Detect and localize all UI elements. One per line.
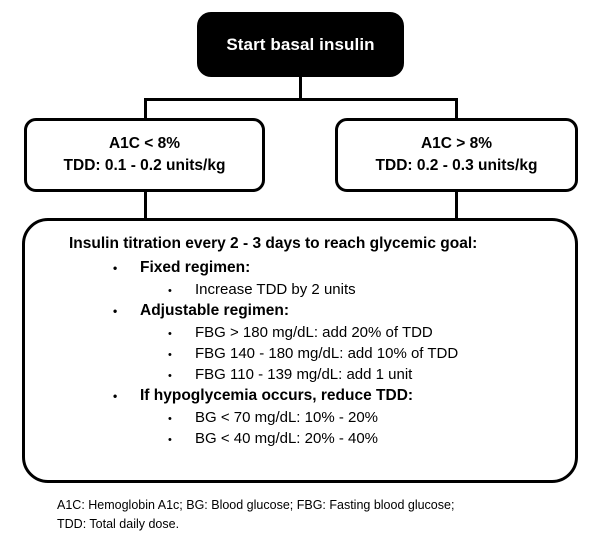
connector-horizontal-bar bbox=[144, 98, 458, 101]
insulin-titration-box: Insulin titration every 2 - 3 days to re… bbox=[22, 218, 578, 483]
bullet-icon: • bbox=[113, 389, 118, 403]
footnote-line-1: A1C: Hemoglobin A1c; BG: Blood glucose; … bbox=[57, 498, 455, 512]
titration-section-item: • Increase TDD by 2 units bbox=[25, 281, 356, 298]
branch-left-dose: TDD: 0.1 - 0.2 units/kg bbox=[63, 157, 226, 174]
section-item-text: Increase TDD by 2 units bbox=[195, 281, 356, 298]
branch-box-a1c-below-8: A1C < 8% TDD: 0.1 - 0.2 units/kg bbox=[24, 118, 265, 192]
titration-heading: Insulin titration every 2 - 3 days to re… bbox=[69, 235, 478, 252]
bullet-icon: • bbox=[168, 413, 172, 425]
footnote-line-2: TDD: Total daily dose. bbox=[57, 517, 180, 531]
section-item-text: FBG > 180 mg/dL: add 20% of TDD bbox=[195, 324, 433, 341]
connector-drop-right bbox=[455, 98, 458, 120]
titration-section-item: • BG < 40 mg/dL: 20% - 40% bbox=[25, 430, 378, 447]
titration-section-label: • If hypoglycemia occurs, reduce TDD: bbox=[25, 387, 413, 405]
section-label-text: Fixed regimen: bbox=[140, 259, 251, 276]
titration-section-item: • FBG 140 - 180 mg/dL: add 10% of TDD bbox=[25, 345, 458, 362]
branch-box-a1c-above-8: A1C > 8% TDD: 0.2 - 0.3 units/kg bbox=[335, 118, 578, 192]
section-item-text: FBG 140 - 180 mg/dL: add 10% of TDD bbox=[195, 345, 459, 362]
titration-section-label: • Fixed regimen: bbox=[25, 259, 250, 277]
titration-section-item: • FBG 110 - 139 mg/dL: add 1 unit bbox=[25, 366, 412, 383]
section-item-text: FBG 110 - 139 mg/dL: add 1 unit bbox=[195, 366, 413, 383]
bullet-icon: • bbox=[113, 261, 118, 275]
titration-section-item: • FBG > 180 mg/dL: add 20% of TDD bbox=[25, 324, 433, 341]
abbreviations-footnote: A1C: Hemoglobin A1c; BG: Blood glucose; … bbox=[57, 496, 577, 534]
connector-stem-vertical bbox=[299, 77, 302, 100]
branch-right-dose: TDD: 0.2 - 0.3 units/kg bbox=[375, 157, 538, 174]
section-label-text: If hypoglycemia occurs, reduce TDD: bbox=[140, 387, 414, 404]
section-item-text: BG < 70 mg/dL: 10% - 20% bbox=[195, 409, 379, 426]
bullet-icon: • bbox=[168, 434, 172, 446]
start-basal-insulin-box: Start basal insulin bbox=[197, 12, 404, 77]
titration-section-label: • Adjustable regimen: bbox=[25, 302, 289, 320]
bullet-icon: • bbox=[168, 349, 172, 361]
bullet-icon: • bbox=[168, 328, 172, 340]
connector-stub-right bbox=[455, 190, 458, 220]
bullet-icon: • bbox=[168, 285, 172, 297]
bullet-icon: • bbox=[113, 304, 118, 318]
start-basal-insulin-label: Start basal insulin bbox=[226, 34, 375, 54]
section-item-text: BG < 40 mg/dL: 20% - 40% bbox=[195, 430, 379, 447]
connector-drop-left bbox=[144, 98, 147, 120]
section-label-text: Adjustable regimen: bbox=[140, 302, 289, 319]
connector-stub-left bbox=[144, 190, 147, 220]
branch-right-criterion: A1C > 8% bbox=[420, 135, 493, 152]
titration-section-item: • BG < 70 mg/dL: 10% - 20% bbox=[25, 409, 378, 426]
bullet-icon: • bbox=[168, 370, 172, 382]
branch-left-criterion: A1C < 8% bbox=[108, 135, 181, 152]
